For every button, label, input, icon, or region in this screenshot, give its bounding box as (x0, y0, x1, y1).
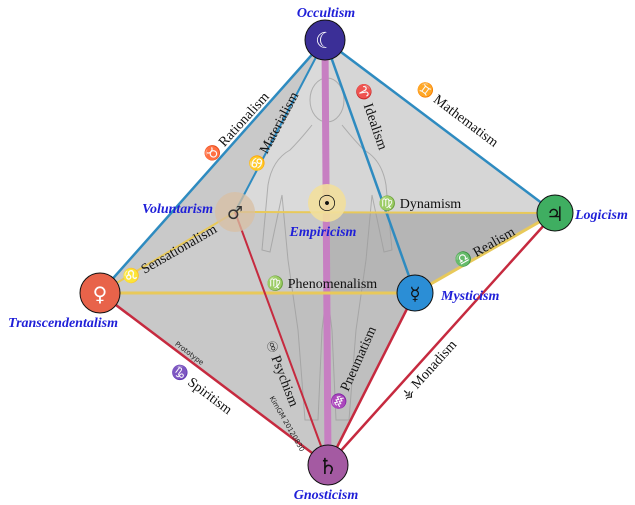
label-occultism: Occultism (297, 6, 355, 21)
node-occultism: ☾ (304, 19, 346, 61)
mercury-icon: ☿ (409, 284, 420, 305)
edge-dynamism (234, 211, 556, 214)
edge-realism (414, 211, 556, 295)
node-gnosticism: ♄ (307, 444, 349, 486)
label-voluntarism: Voluntarism (142, 202, 213, 217)
edge-idealism (323, 39, 417, 294)
moon-icon: ☾ (315, 29, 335, 54)
edge-sensationalism (99, 211, 236, 294)
label-mysticism: Mysticism (440, 289, 499, 304)
edge-spiritism (99, 292, 329, 466)
label-phenomenalism: ♍ Phenomenalism (267, 275, 377, 292)
edge-materialism (234, 39, 326, 213)
node-empiricism: ☉ (308, 184, 346, 222)
jupiter-icon: ♃ (546, 202, 564, 226)
node-voluntarism: ♂ (215, 192, 255, 232)
label-transcendentalism: Transcendentalism (8, 316, 118, 331)
label-dynamism: ♍ Dynamism (379, 195, 461, 212)
edge-psychism (234, 211, 329, 466)
saturn-icon: ♄ (318, 455, 338, 480)
label-gnosticism: Gnosticism (294, 488, 359, 503)
label-logicism: Logicism (574, 208, 628, 223)
vertical-axis (321, 41, 332, 463)
label-monadism: ⚶ Monadism (399, 338, 461, 404)
node-transcendentalism: ♀ (79, 272, 121, 314)
edge-mathematism (324, 39, 556, 214)
edge-pneumatism (326, 292, 417, 466)
back-upper-face (235, 40, 555, 213)
mars-icon: ♂ (227, 203, 243, 224)
back-left-face (100, 212, 328, 465)
label-empiricism: Empiricism (289, 225, 357, 240)
edge-monadism (327, 212, 556, 466)
node-mysticism: ☿ (396, 274, 434, 312)
sun-icon: ☉ (317, 192, 337, 217)
edge-rationalism (99, 39, 326, 294)
node-logicism: ♃ (536, 194, 574, 232)
venus-icon: ♀ (93, 282, 108, 306)
